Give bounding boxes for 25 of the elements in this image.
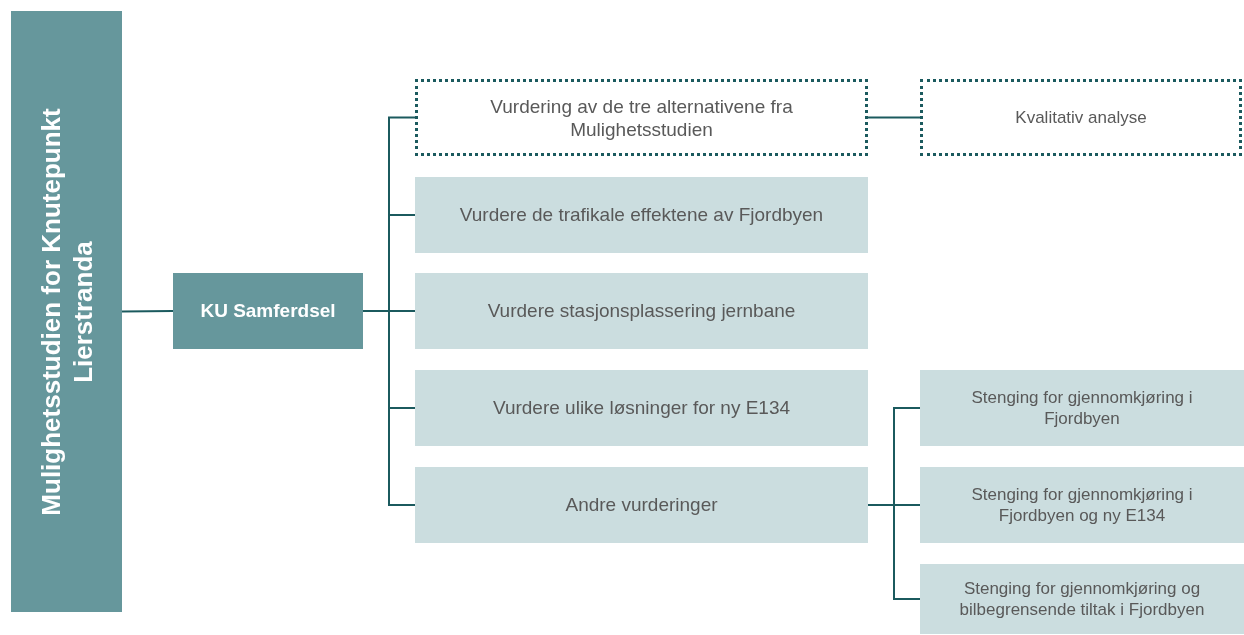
box-text: Stenging for gjennomkjøring i Fjordbyen xyxy=(970,387,1194,429)
process-box xyxy=(920,370,1244,446)
process-box xyxy=(415,467,868,543)
connector-line xyxy=(867,116,921,119)
process-box xyxy=(415,370,868,446)
dotted-box xyxy=(415,79,868,156)
process-box xyxy=(415,177,868,253)
box-text: Andre vurderinger xyxy=(565,492,718,517)
dotted-box xyxy=(920,79,1242,156)
connector-line xyxy=(121,310,174,313)
title-bar xyxy=(11,11,122,612)
box-text: Vurdere de trafikale effektene av Fjordbyen xyxy=(459,202,824,227)
process-box xyxy=(173,273,363,349)
connector-line xyxy=(362,310,416,506)
process-box xyxy=(920,564,1244,634)
process-box xyxy=(920,467,1244,543)
box-text: Stenging for gjennomkjøring og bilbegrensende tiltak i Fjordbyen xyxy=(958,578,1206,620)
box-text: Vurdering av de tre alternativene fra Mulighetsstudien xyxy=(489,94,794,141)
box-text: Kvalitativ analyse xyxy=(1015,106,1147,129)
box-text: Vurdere ulike løsninger for ny E134 xyxy=(492,395,791,420)
box-text: KU Samferdsel xyxy=(200,298,336,323)
box-text: Stenging for gjennomkjøring i Fjordbyen og ny E134 xyxy=(970,484,1194,526)
process-box xyxy=(415,273,868,349)
box-text: Vurdere stasjonsplassering jernbane xyxy=(487,298,796,323)
vertical-title: Mulighetsstudien for Knutepunkt Lierstranda xyxy=(34,106,99,518)
